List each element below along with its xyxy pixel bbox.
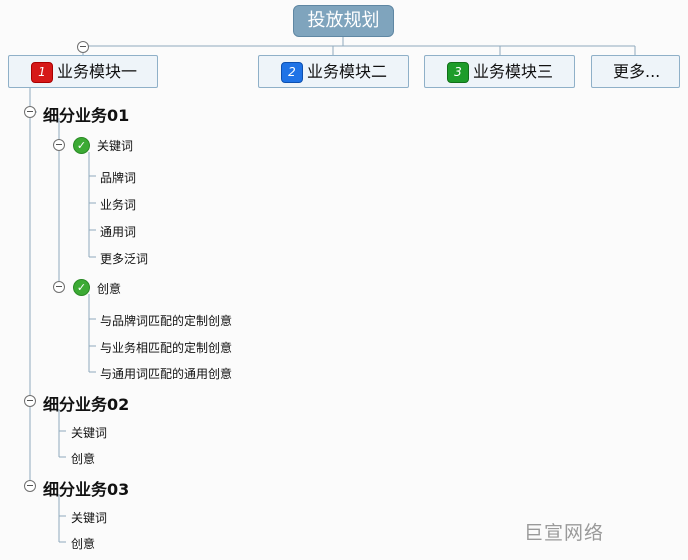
priority-3-icon: 3 (447, 62, 469, 83)
check-icon: ✓ (73, 279, 90, 296)
leaf-sub02-creative[interactable]: 创意 (71, 452, 96, 466)
collapse-toggle-keywords[interactable] (53, 139, 65, 151)
module-1[interactable]: 1 业务模块一 (8, 55, 158, 88)
creative-topic[interactable]: 创意 (97, 282, 122, 296)
leaf-creative-brand[interactable]: 与品牌词匹配的定制创意 (100, 314, 233, 328)
priority-1-icon: 1 (31, 62, 53, 83)
collapse-toggle-sub03[interactable] (24, 480, 36, 492)
root-topic[interactable]: 投放规划 (293, 5, 394, 37)
leaf-sub03-keywords[interactable]: 关键词 (71, 511, 108, 525)
leaf-more-broad-words[interactable]: 更多泛词 (100, 252, 149, 266)
module-2-label: 业务模块二 (307, 62, 388, 81)
leaf-generic-words[interactable]: 通用词 (100, 225, 137, 239)
collapse-toggle-sub01[interactable] (24, 106, 36, 118)
keywords-topic[interactable]: 关键词 (97, 139, 134, 153)
module-more[interactable]: 更多... (591, 55, 680, 88)
sub-topic-02[interactable]: 细分业务02 (43, 395, 130, 414)
leaf-sub02-keywords[interactable]: 关键词 (71, 426, 108, 440)
watermark: 巨宣网络 (524, 522, 605, 544)
module-2[interactable]: 2 业务模块二 (258, 55, 409, 88)
sub-topic-01[interactable]: 细分业务01 (43, 106, 130, 125)
collapse-toggle-sub02[interactable] (24, 395, 36, 407)
leaf-brand-words[interactable]: 品牌词 (100, 171, 137, 185)
check-icon: ✓ (73, 137, 90, 154)
leaf-sub03-creative[interactable]: 创意 (71, 537, 96, 551)
sub-topic-03[interactable]: 细分业务03 (43, 480, 130, 499)
collapse-toggle-creative[interactable] (53, 281, 65, 293)
leaf-business-words[interactable]: 业务词 (100, 198, 137, 212)
priority-2-icon: 2 (281, 62, 303, 83)
leaf-creative-generic[interactable]: 与通用词匹配的通用创意 (100, 367, 233, 381)
module-1-label: 业务模块一 (57, 62, 138, 81)
collapse-toggle-modules[interactable] (77, 41, 89, 53)
leaf-creative-business[interactable]: 与业务相匹配的定制创意 (100, 341, 233, 355)
module-3[interactable]: 3 业务模块三 (424, 55, 575, 88)
module-3-label: 业务模块三 (473, 62, 554, 81)
module-more-label: 更多... (613, 62, 661, 81)
